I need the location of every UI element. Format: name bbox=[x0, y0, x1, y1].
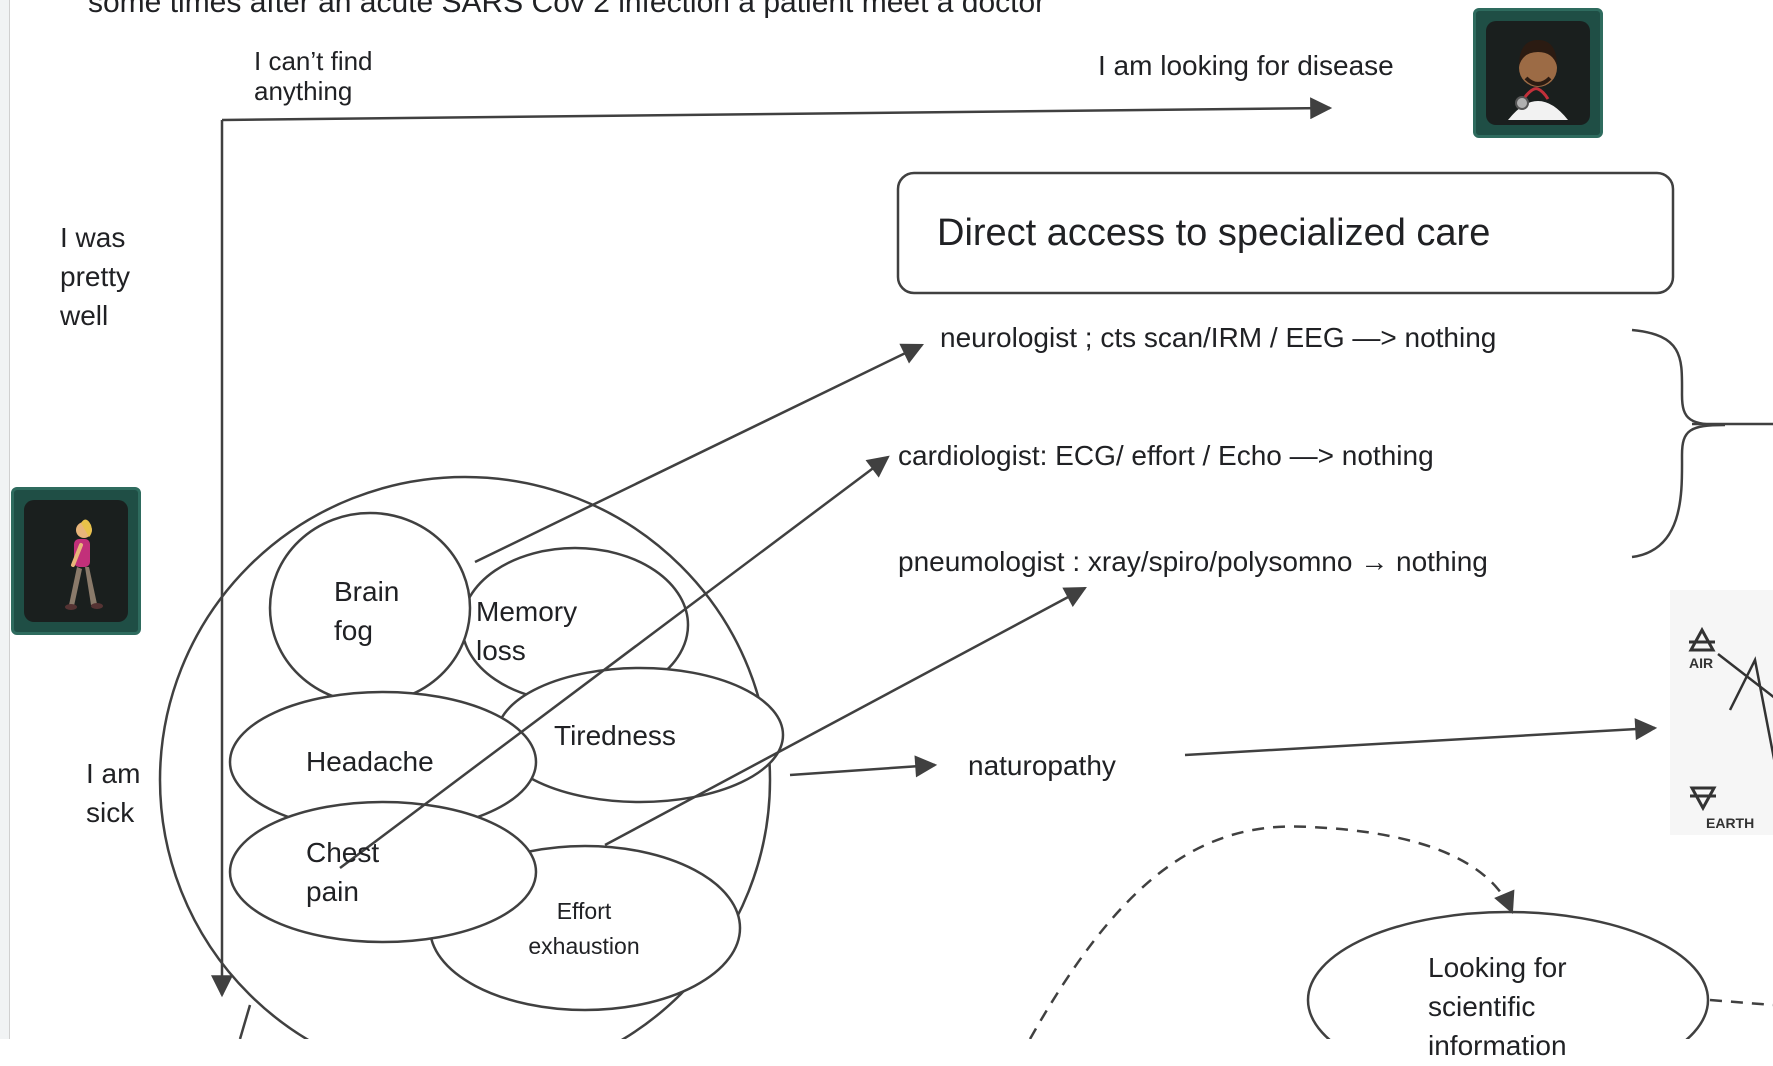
neurologist-label: neurologist ; cts scan/IRM / EEG —> noth… bbox=[940, 322, 1497, 353]
air-label: AIR bbox=[1689, 655, 1714, 671]
scientific-info-label: Looking for scientific information bbox=[1428, 952, 1567, 1062]
arrow-chestpain-cardiologist bbox=[339, 455, 890, 869]
effort-exhaustion-label: Effort exhaustion bbox=[528, 898, 640, 959]
earth-label: EARTH bbox=[1706, 815, 1755, 831]
pneumologist-label: pneumologist : xray/spiro/polysomno → no… bbox=[898, 546, 1488, 577]
doctor-emoji-icon bbox=[1508, 40, 1568, 120]
elements-panel: AIR EARTH bbox=[1670, 590, 1773, 835]
arrow-to-naturopathy bbox=[789, 755, 938, 778]
walking-woman-emoji-icon bbox=[65, 519, 103, 610]
doctor-tile bbox=[1473, 8, 1603, 138]
diagram-lines bbox=[158, 97, 1773, 1039]
tiredness-label: Tiredness bbox=[554, 720, 676, 751]
elements-star-icon bbox=[1688, 626, 1773, 812]
chest-pain-label: Chest pain bbox=[306, 837, 380, 908]
scientific-info-ellipse bbox=[1306, 910, 1710, 1039]
direct-access-box bbox=[896, 171, 1675, 295]
connector-bottom-stub bbox=[238, 1004, 252, 1039]
dashed-outgoing bbox=[1709, 998, 1773, 1007]
cardiologist-label: cardiologist: ECG/ effort / Echo —> noth… bbox=[898, 440, 1434, 471]
dashed-curve bbox=[1028, 825, 1515, 1039]
memory-loss-label: Memory loss bbox=[476, 596, 578, 667]
naturopathy-label: naturopathy bbox=[968, 750, 1116, 781]
am-sick-label: I am sick bbox=[86, 758, 141, 829]
arrow-effort-pneumologist bbox=[604, 586, 1087, 847]
arrow-naturopathy-elements bbox=[1184, 718, 1658, 757]
direct-access-title: Direct access to specialized care bbox=[937, 212, 1491, 254]
brain-fog-label: Brain fog bbox=[334, 576, 400, 647]
arrow-to-doctor bbox=[221, 97, 1333, 122]
chest-pain-ellipse bbox=[228, 800, 538, 944]
curly-brace bbox=[1631, 328, 1726, 559]
person-tile bbox=[11, 487, 141, 635]
left-margin-rule bbox=[0, 0, 10, 1039]
page-title: some times after an acute SARS Cov 2 inf… bbox=[88, 0, 1046, 19]
cant-find-label: I can’t find anything bbox=[254, 46, 373, 106]
was-well-label: I was pretty well bbox=[60, 222, 131, 332]
headache-label: Headache bbox=[306, 746, 434, 777]
arrow-brainfog-neurologist bbox=[474, 343, 924, 564]
symptoms-circle bbox=[158, 475, 772, 1039]
looking-disease-label: I am looking for disease bbox=[1098, 50, 1394, 81]
